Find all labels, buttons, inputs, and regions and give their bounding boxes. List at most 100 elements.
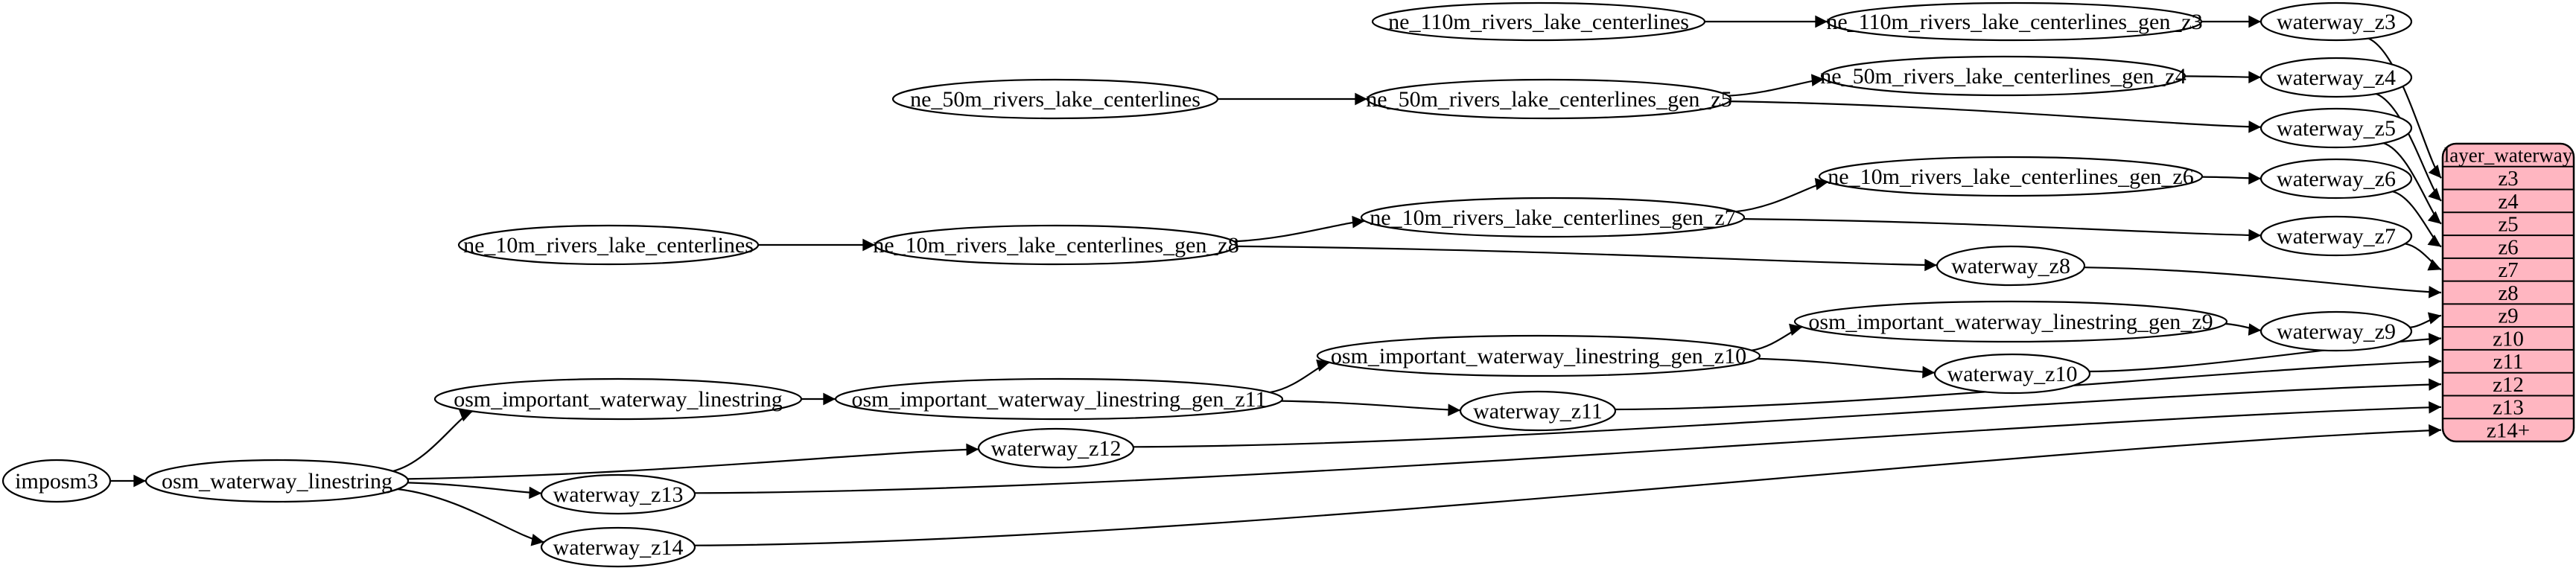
- node-ellipse: [1818, 156, 2204, 197]
- node-ellipse: [540, 473, 696, 515]
- edge-osm_important_waterway_linestring_gen_z11-to-osm_important_waterway_linestring_gen_z10: [1269, 359, 1330, 394]
- record-row-label: z5: [2498, 213, 2518, 237]
- node-ellipse: [2259, 310, 2413, 352]
- edge-ne_10m_rivers_lake_centerlines_gen_z8-to-ne_10m_rivers_lake_centerlines_gen_z7: [1234, 215, 1365, 243]
- node-ellipse: [2259, 215, 2413, 257]
- record-row-label: z11: [2493, 350, 2524, 374]
- edge-osm_waterway_linestring-to-waterway_z13: [407, 482, 542, 500]
- node-ellipse: [834, 377, 1284, 421]
- record-row-label: z14+: [2487, 418, 2530, 442]
- node-osm_important_waterway_linestring_gen_z10: osm_important_waterway_linestring_gen_z1…: [1316, 334, 1761, 377]
- node-waterway_z9: waterway_z9: [2259, 310, 2413, 352]
- node-ellipse: [540, 526, 696, 568]
- record-row-label: z12: [2493, 373, 2524, 397]
- node-ellipse: [433, 377, 803, 421]
- edge-waterway_z4-to-layer_waterway-z4: [2376, 92, 2442, 202]
- node-label: ne_50m_rivers_lake_centerlines: [910, 87, 1200, 112]
- node-label: waterway_z7: [2277, 224, 2396, 249]
- edge-ne_10m_rivers_lake_centerlines_gen_z6-to-waterway_z6: [2201, 172, 2262, 185]
- node-label: ne_10m_rivers_lake_centerlines: [463, 233, 754, 258]
- node-ne_10m_rivers_lake_centerlines_gen_z8: ne_10m_rivers_lake_centerlines_gen_z8: [873, 224, 1239, 266]
- node-waterway_z13: waterway_z13: [540, 473, 696, 515]
- node-ellipse: [1371, 1, 1706, 42]
- node-ellipse: [2259, 1, 2413, 42]
- edge-waterway_z13-to-layer_waterway-z13: [694, 401, 2442, 494]
- node-label: osm_important_waterway_linestring_gen_z1…: [1331, 344, 1746, 368]
- node-ellipse: [457, 224, 760, 266]
- node-label: imposm3: [15, 469, 98, 494]
- edge-waterway_z12-to-layer_waterway-z12: [1133, 378, 2442, 448]
- node-label: ne_110m_rivers_lake_centerlines_gen_z3: [1826, 10, 2202, 34]
- edge-waterway_z14-to-layer_waterway-z14+: [694, 424, 2442, 546]
- edge-ne_10m_rivers_lake_centerlines_gen_z7-to-waterway_z7: [1743, 218, 2262, 242]
- edge-ne_10m_rivers_lake_centerlines_gen_z8-to-waterway_z8: [1236, 245, 1938, 272]
- edge-osm_important_waterway_linestring_gen_z10-to-waterway_z10: [1757, 357, 1936, 379]
- node-label: osm_important_waterway_linestring_gen_z9: [1808, 310, 2213, 334]
- record-row-label: z13: [2493, 396, 2524, 420]
- node-label: waterway_z9: [2277, 319, 2396, 344]
- node-label: osm_important_waterway_linestring_gen_z1…: [851, 387, 1266, 412]
- record-row-label: z4: [2498, 190, 2519, 214]
- node-ellipse: [874, 224, 1238, 266]
- node-ne_50m_rivers_lake_centerlines_gen_z5: ne_50m_rivers_lake_centerlines_gen_z5: [1366, 78, 1732, 120]
- edge-ne_50m_rivers_lake_centerlines_gen_z5-to-waterway_z5: [1729, 100, 2262, 133]
- node-label: ne_10m_rivers_lake_centerlines_gen_z8: [873, 233, 1238, 258]
- edge-osm_waterway_linestring-to-waterway_z14: [397, 488, 544, 546]
- node-osm_important_waterway_linestring_gen_z11: osm_important_waterway_linestring_gen_z1…: [834, 377, 1284, 421]
- node-ellipse: [2259, 57, 2413, 98]
- node-waterway_z14: waterway_z14: [540, 526, 696, 568]
- node-ellipse: [1820, 55, 2187, 97]
- node-ellipse: [1316, 334, 1761, 377]
- node-waterway_z12: waterway_z12: [977, 427, 1135, 469]
- node-osm_important_waterway_linestring_gen_z9: osm_important_waterway_linestring_gen_z9: [1793, 300, 2228, 343]
- edge-waterway_z8-to-layer_waterway-z8: [2084, 267, 2442, 299]
- edge-ne_10m_rivers_lake_centerlines_gen_z7-to-ne_10m_rivers_lake_centerlines_gen_z6: [1735, 178, 1828, 213]
- node-label: waterway_z13: [553, 482, 684, 507]
- edge-waterway_z9-to-layer_waterway-z9: [2409, 312, 2442, 328]
- record-row-label: z3: [2498, 167, 2518, 191]
- node-ellipse: [1459, 390, 1617, 432]
- edge-osm_waterway_linestring-to-osm_important_waterway_linestring: [392, 409, 474, 472]
- node-label: waterway_z14: [553, 535, 684, 560]
- edge-ne_50m_rivers_lake_centerlines_gen_z5-to-ne_50m_rivers_lake_centerlines_gen_z4: [1728, 74, 1825, 97]
- node-ellipse: [1, 459, 112, 503]
- edge-waterway_z6-to-layer_waterway-z6: [2392, 191, 2442, 248]
- record-layer-waterway: layer_waterwayz3z4z5z6z7z8z9z10z11z12z13…: [2441, 142, 2575, 442]
- node-waterway_z10: waterway_z10: [1933, 353, 2091, 395]
- record-row-label: z6: [2498, 235, 2518, 259]
- node-label: osm_important_waterway_linestring: [454, 387, 783, 412]
- node-ne_10m_rivers_lake_centerlines_gen_z6: ne_10m_rivers_lake_centerlines_gen_z6: [1818, 156, 2204, 197]
- node-label: ne_110m_rivers_lake_centerlines: [1388, 10, 1689, 34]
- node-ellipse: [1936, 245, 2086, 287]
- record-row-label: z9: [2498, 304, 2518, 328]
- node-ellipse: [144, 459, 410, 503]
- node-label: waterway_z8: [1951, 254, 2070, 278]
- node-label: waterway_z11: [1473, 399, 1603, 424]
- node-waterway_z11: waterway_z11: [1459, 390, 1617, 432]
- node-label: waterway_z4: [2277, 66, 2396, 90]
- edge-waterway_z5-to-layer_waterway-z5: [2383, 142, 2442, 225]
- edge-waterway_z7-to-layer_waterway-z7: [2405, 243, 2442, 271]
- node-waterway_z8: waterway_z8: [1936, 245, 2086, 287]
- node-label: osm_waterway_linestring: [162, 469, 392, 494]
- node-osm_waterway_linestring: osm_waterway_linestring: [144, 459, 410, 503]
- node-ne_50m_rivers_lake_centerlines: ne_50m_rivers_lake_centerlines: [891, 78, 1219, 120]
- node-label: waterway_z6: [2277, 167, 2396, 191]
- node-imposm3: imposm3: [1, 459, 112, 503]
- record-row-label: z7: [2498, 258, 2518, 282]
- node-ellipse: [891, 78, 1219, 120]
- node-label: ne_10m_rivers_lake_centerlines_gen_z7: [1370, 205, 1735, 230]
- node-label: waterway_z3: [2277, 10, 2396, 34]
- node-ellipse: [1366, 78, 1732, 120]
- edge-osm_important_waterway_linestring_gen_z10-to-osm_important_waterway_linestring_gen_z9: [1751, 323, 1803, 351]
- node-label: ne_50m_rivers_lake_centerlines_gen_z5: [1366, 87, 1731, 112]
- node-waterway_z5: waterway_z5: [2259, 107, 2413, 149]
- node-waterway_z3: waterway_z3: [2259, 1, 2413, 42]
- node-ellipse: [1360, 197, 1746, 238]
- node-label: ne_10m_rivers_lake_centerlines_gen_z6: [1828, 165, 2193, 189]
- node-label: waterway_z10: [1947, 362, 2078, 386]
- node-waterway_z6: waterway_z6: [2259, 158, 2413, 200]
- node-waterway_z7: waterway_z7: [2259, 215, 2413, 257]
- node-label: ne_50m_rivers_lake_centerlines_gen_z4: [1820, 64, 2186, 89]
